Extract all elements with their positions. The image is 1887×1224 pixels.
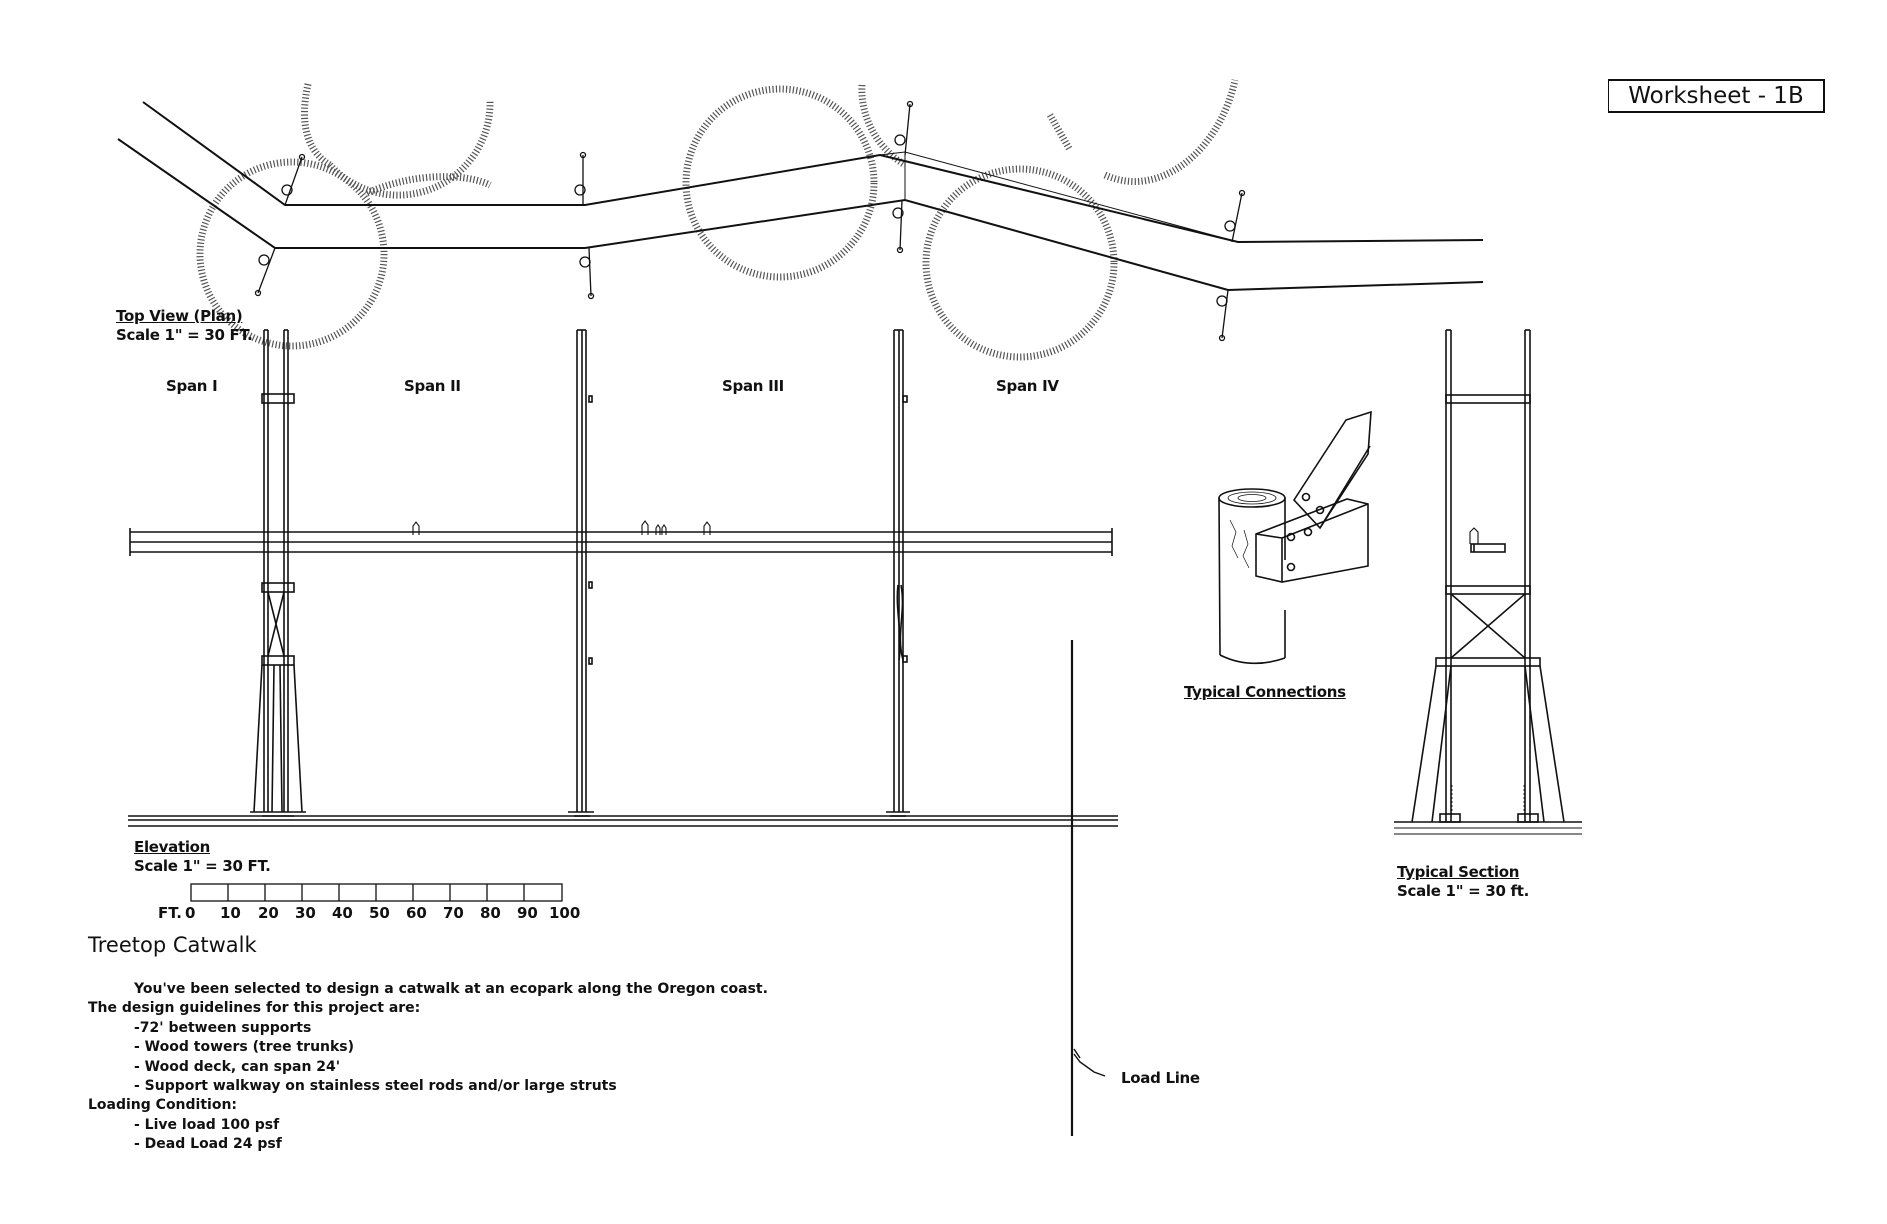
guideline-item: -72' between supports	[134, 1019, 312, 1036]
elevation-title: Elevation	[134, 838, 211, 856]
scale-tick: 100	[549, 904, 581, 922]
elevation-figures	[412, 520, 711, 535]
plan-title: Top View (Plan)	[116, 307, 243, 325]
plan-tension-rods	[254, 100, 1246, 342]
span-label-1: Span I	[166, 377, 218, 395]
tree-canopy	[196, 158, 388, 350]
guideline-item: - Wood towers (tree trunks)	[134, 1039, 355, 1056]
loading-title: Loading Condition:	[88, 1097, 238, 1114]
span-label-4: Span IV	[996, 377, 1059, 395]
load-line-label: Load Line	[1121, 1069, 1200, 1087]
scale-tick: 80	[480, 904, 501, 922]
tree-canopy	[682, 85, 878, 281]
load-item: - Live load 100 psf	[134, 1116, 280, 1133]
scale-tick: 40	[332, 904, 353, 922]
section-scale: Scale 1" = 30 ft.	[1397, 882, 1530, 900]
plan-walkway	[117, 101, 1484, 292]
elevation-scale: Scale 1" = 30 FT.	[134, 857, 271, 875]
scale-tick: 0	[185, 904, 196, 922]
elevation-tower-2	[568, 329, 594, 817]
tree-canopy	[301, 83, 332, 168]
load-item: - Dead Load 24 psf	[134, 1136, 282, 1153]
project-intro: You've been selected to design a catwalk…	[134, 981, 768, 997]
elevation-tower-3	[886, 329, 910, 817]
scale-tick: 50	[369, 904, 390, 922]
project-description: You've been selected to design a catwalk…	[88, 980, 768, 1155]
tree-canopy	[1103, 79, 1239, 185]
scale-bar	[190, 883, 563, 902]
scale-tick: 10	[220, 904, 241, 922]
elevation-deck	[129, 528, 1113, 556]
scale-tick: 70	[443, 904, 464, 922]
load-line	[1070, 640, 1106, 1136]
project-heading: Treetop Catwalk	[88, 933, 257, 957]
connection-detail	[1218, 410, 1372, 665]
tree-canopy	[1046, 113, 1074, 152]
guideline-item: - Support walkway on stainless steel rod…	[134, 1078, 617, 1095]
scale-tick: 20	[258, 904, 279, 922]
plan-scale: Scale 1" = 30 FT.	[116, 326, 253, 344]
tree-canopy	[365, 173, 492, 197]
elevation-ground	[128, 815, 1118, 827]
span-label-3: Span III	[722, 377, 784, 395]
scale-tick: 90	[517, 904, 538, 922]
span-label-2: Span II	[404, 377, 461, 395]
scale-tick: 60	[406, 904, 427, 922]
worksheet-title: Worksheet - 1B	[1608, 79, 1825, 113]
tree-canopy	[922, 165, 1118, 361]
guidelines-title: The design guidelines for this project a…	[88, 1000, 421, 1017]
guideline-item: - Wood deck, can span 24'	[134, 1058, 341, 1075]
scale-unit: FT.	[158, 904, 182, 922]
connections-title: Typical Connections	[1184, 683, 1346, 701]
section-detail	[1394, 329, 1582, 835]
elevation-tower-1	[250, 329, 306, 817]
plan-tree-canopies	[196, 79, 1239, 361]
scale-tick: 30	[295, 904, 316, 922]
section-title: Typical Section	[1397, 863, 1520, 881]
